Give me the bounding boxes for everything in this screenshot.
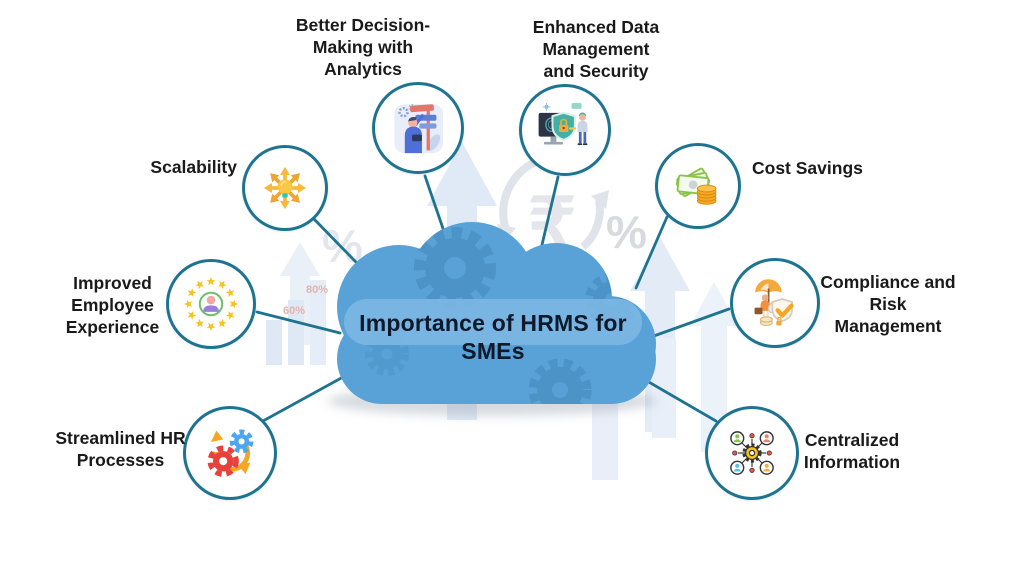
watermark-cycle-arrowhead [591, 190, 609, 209]
node-label-better-decision-making: Better Decision- Making with Analytics [295, 15, 431, 79]
node-improved-employee-experience [166, 259, 256, 349]
watermark-cycle-arrow [499, 156, 542, 232]
watermark-bar-value: 60% [283, 305, 305, 317]
node-cost-savings [655, 143, 741, 229]
node-label-streamlined-hr-processes: Streamlined HR Processes [55, 428, 186, 470]
gears-sync-icon [207, 429, 254, 477]
gear-icon [742, 443, 762, 463]
connector-line [255, 310, 342, 335]
gear-icon [528, 358, 592, 404]
node-label-cost-savings: Cost Savings [752, 158, 863, 178]
banknotes-coins-icon [675, 167, 717, 205]
gear-icon [207, 445, 239, 477]
node-label-centralized-information: Centralized Information [803, 430, 901, 472]
person-star-circle-icon [183, 276, 239, 332]
watermark-bar [266, 320, 282, 365]
node-label-improved-employee-experience: Improved Employee Experience [65, 273, 160, 337]
gear-icon [229, 429, 254, 454]
connector-line [539, 175, 560, 251]
person-node [759, 431, 774, 446]
person-node [730, 460, 745, 475]
watermark-bar [652, 338, 676, 438]
gear-icon [365, 332, 409, 376]
title-band [344, 299, 642, 345]
node-compliance-risk-management [730, 258, 820, 348]
watermark-percent: % [606, 206, 647, 258]
lightbulb-expand-arrows-icon [263, 166, 307, 210]
node-centralized-information [705, 406, 799, 500]
shield-monitor-icon [538, 102, 588, 146]
node-scalability [242, 145, 328, 231]
node-enhanced-data-security [519, 84, 611, 176]
coin-stack [696, 184, 717, 205]
watermark-bar-value: 80% [306, 284, 328, 296]
watermark-bar [310, 280, 326, 365]
node-streamlined-hr-processes [183, 406, 277, 500]
signpost-person-icon [394, 103, 444, 154]
watermark-bar [288, 300, 304, 365]
node-label-compliance-risk-management: Compliance and Risk Management [820, 272, 956, 336]
umbrella-shield-check-icon [754, 279, 794, 326]
node-better-decision-making [372, 82, 464, 174]
diagram-title: Importance of HRMS for SMEs [359, 310, 627, 364]
node-label-scalability: Scalability [150, 157, 237, 177]
hub-people-gear-icon [730, 431, 774, 475]
watermark-up-arrow [690, 282, 738, 452]
node-label-enhanced-data-security: Enhanced Data Management and Security [532, 17, 660, 81]
watermark-cycle-arrow [580, 199, 604, 250]
connector-line [261, 369, 356, 423]
person-node [730, 431, 745, 446]
connector-line [649, 307, 731, 339]
connector-lines [255, 174, 731, 423]
connector-line [634, 215, 669, 290]
person-node [759, 460, 774, 475]
